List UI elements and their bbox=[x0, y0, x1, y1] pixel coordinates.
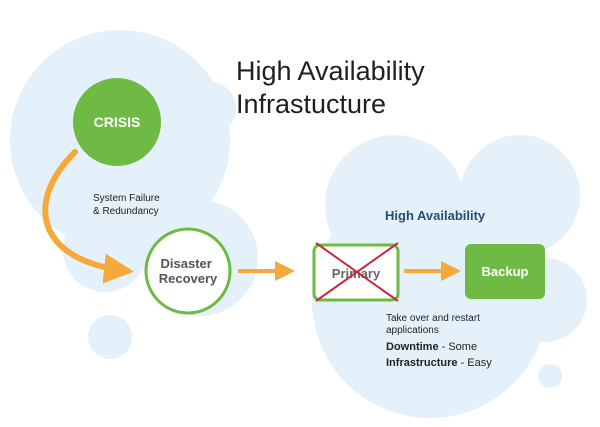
title-line-1: High Availability bbox=[236, 56, 425, 86]
bubble bbox=[312, 182, 548, 418]
infrastructure-value: - Easy bbox=[458, 357, 493, 369]
disaster-recovery-label: Disaster Recovery bbox=[159, 256, 218, 286]
page-title: High Availability Infrastucture bbox=[236, 56, 432, 119]
downtime-value: - Some bbox=[439, 341, 478, 353]
backup-node: Backup bbox=[465, 244, 545, 299]
primary-node: Primary bbox=[312, 242, 400, 302]
disaster-recovery-line-2: Recovery bbox=[159, 271, 218, 286]
infrastructure-term: Infrastructure bbox=[386, 357, 458, 369]
downtime-term: Downtime bbox=[386, 341, 439, 353]
crisis-to-recovery-arrow bbox=[42, 149, 134, 284]
crisis-label: CRISIS bbox=[94, 114, 141, 130]
system-failure-line-2: & Redundancy bbox=[93, 206, 159, 217]
take-over-label: Take over and restart applications bbox=[386, 313, 483, 336]
system-failure-line-1: System Failure bbox=[93, 193, 160, 204]
bubble bbox=[88, 315, 132, 359]
take-over-line-2: applications bbox=[386, 325, 439, 336]
crisis-node: CRISIS bbox=[73, 78, 161, 166]
bubble bbox=[63, 208, 147, 292]
disaster-recovery-node: Disaster Recovery bbox=[144, 227, 232, 315]
downtime-line: Downtime - Some bbox=[386, 341, 477, 353]
ha-heading: High Availability bbox=[385, 208, 486, 223]
crisis-circle bbox=[73, 78, 161, 166]
backup-label: Backup bbox=[482, 264, 529, 279]
disaster-recovery-circle bbox=[144, 227, 232, 315]
disaster-recovery-line-1: Disaster bbox=[161, 256, 212, 271]
infrastructure-line: Infrastructure - Easy bbox=[386, 357, 492, 369]
bubble bbox=[538, 364, 562, 388]
primary-cross-line-2 bbox=[315, 242, 399, 302]
backup-box bbox=[465, 244, 545, 299]
bubble bbox=[184, 82, 236, 134]
system-failure-label: System Failure & Redundancy bbox=[93, 193, 162, 217]
take-over-line-1: Take over and restart bbox=[386, 313, 480, 324]
title-line-2: Infrastucture bbox=[236, 89, 386, 119]
